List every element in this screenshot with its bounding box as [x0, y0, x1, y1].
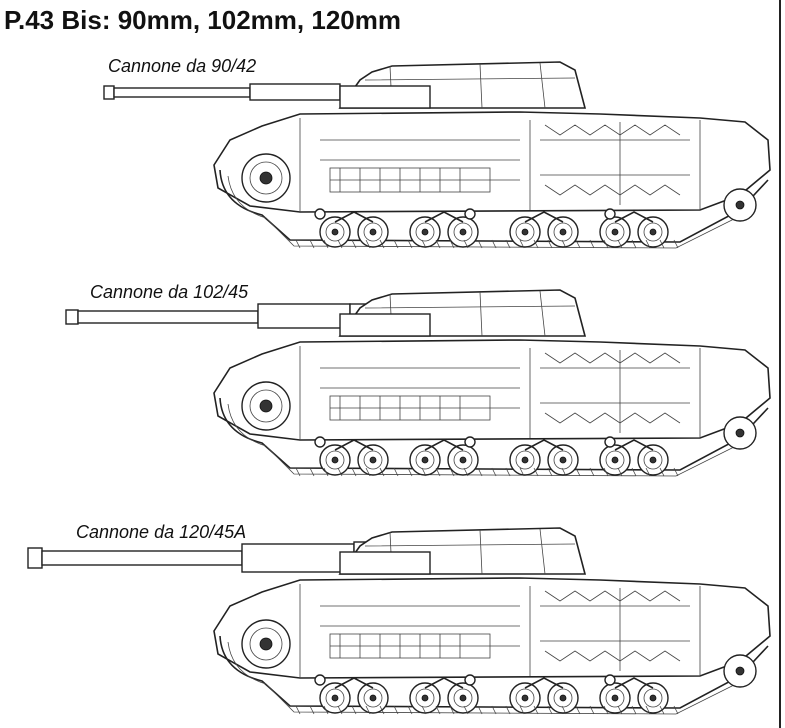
tank-drawing-120 [27, 527, 771, 715]
tank-drawing-90 [103, 61, 771, 249]
tank-drawing-102 [65, 289, 771, 477]
hull-120 [213, 527, 771, 715]
gun-label-120: Cannone da 120/45A [76, 522, 247, 542]
hull-102 [213, 289, 771, 477]
page-title: P.43 Bis: 90mm, 102mm, 120mm [4, 5, 401, 35]
gun-label-90: Cannone da 90/42 [108, 56, 257, 76]
frame-border [779, 0, 781, 728]
gun-label-102: Cannone da 102/45 [90, 282, 249, 302]
hull-90 [213, 61, 771, 249]
gun-barrel-90 [103, 83, 341, 101]
